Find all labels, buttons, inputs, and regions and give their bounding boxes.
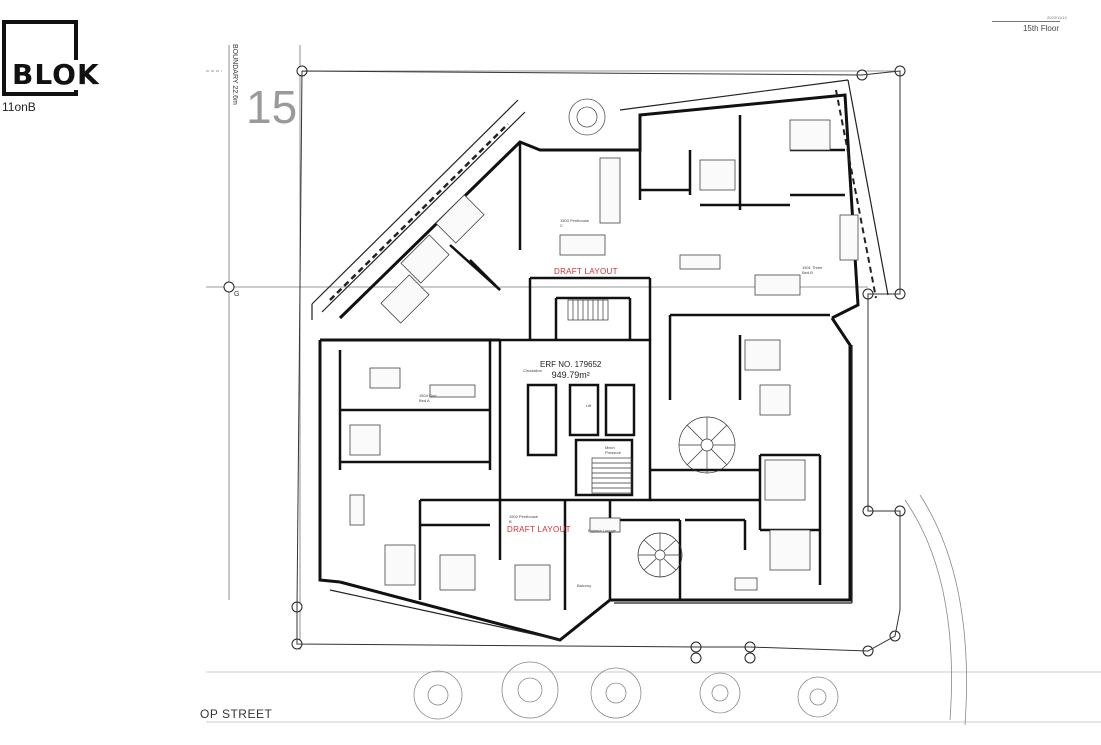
room-label-lift: Lift xyxy=(586,403,592,408)
erf-area: 949.79m² xyxy=(551,370,590,380)
room-label-penthouse-b: 1502 Penthouse B xyxy=(509,514,539,524)
main-stair xyxy=(567,299,633,494)
room-label-balcony: Balcony xyxy=(577,583,592,588)
room-label-penthouse-c: 1503 Penthouse C xyxy=(560,218,590,228)
brand-logo: BLOK xyxy=(10,58,102,91)
room-label-circulation: Circulation xyxy=(523,368,542,373)
floor-label: 15th Floor xyxy=(1022,24,1059,33)
erf-label: ERF NO. 179652 949.79m² xyxy=(540,360,601,380)
interior-walls xyxy=(338,115,845,610)
spiral-stairs xyxy=(637,416,736,578)
room-label-mech: Mech Pressure xyxy=(605,445,622,455)
grid-mark: G xyxy=(234,291,240,298)
balcony-table xyxy=(568,98,606,136)
outer-walls xyxy=(318,93,860,642)
room-label-pajama: Pajama Lounge xyxy=(588,528,617,533)
draft-stamp: DRAFT LAYOUT xyxy=(507,525,571,534)
erf-number: ERF NO. 179652 xyxy=(540,360,602,369)
furniture xyxy=(349,119,859,601)
street-trees xyxy=(206,494,1101,726)
room-label-one-bed: 1504 One Bed A xyxy=(419,393,437,403)
draft-stamp: DRAFT LAYOUT xyxy=(554,267,618,276)
brand-logo-frame xyxy=(2,20,78,96)
street-name: OP STREET xyxy=(200,707,273,721)
sheet-date: 2023/11/14 xyxy=(1047,15,1067,20)
title-rule xyxy=(992,21,1060,22)
floor-number: 15 xyxy=(246,81,298,133)
project-name: 11onB xyxy=(2,100,36,114)
room-label-three-bed: 1501 Three Bed B xyxy=(802,265,823,275)
